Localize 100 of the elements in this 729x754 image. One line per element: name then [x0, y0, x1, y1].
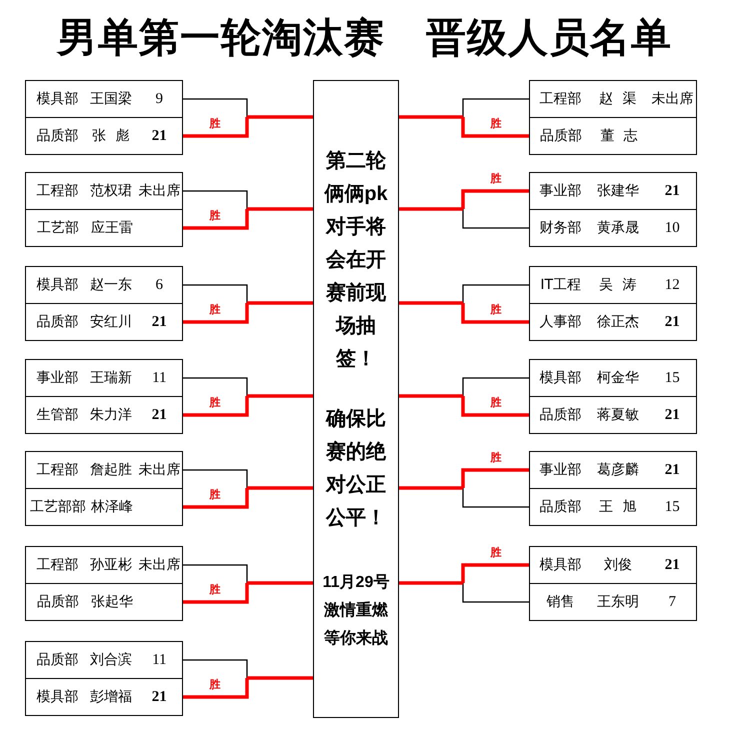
player-name: 应王雷 — [91, 220, 133, 236]
edge-label: 胜 — [490, 304, 502, 316]
bracket-line — [183, 377, 248, 396]
player-row — [529, 359, 697, 397]
player-row — [529, 451, 697, 489]
department-name: 模具部 — [36, 90, 79, 108]
bracket-line — [462, 209, 529, 229]
player-name: 王东明 — [596, 594, 639, 610]
department-name: 品质部 — [36, 652, 79, 668]
player-row — [529, 583, 697, 621]
player-row — [25, 209, 183, 247]
player-name: 徐正杰 — [596, 314, 639, 330]
department-name: 品质部 — [36, 314, 79, 330]
edge-label: 胜 — [208, 304, 222, 316]
bracket-line — [247, 207, 313, 211]
bracket-line — [183, 190, 248, 209]
score: 21 — [664, 182, 680, 200]
player-row — [25, 488, 183, 526]
department-name: 品质部 — [540, 128, 582, 144]
department-name: 品质部 — [540, 406, 582, 424]
player-row — [25, 396, 183, 434]
player-row — [25, 359, 183, 397]
bracket-line — [399, 486, 463, 490]
department-name: 模具部 — [36, 276, 79, 294]
absence-note: 未出席 — [651, 90, 694, 108]
bracket-line — [183, 117, 249, 138]
player-row — [25, 678, 183, 716]
player-name: 赵一东 — [90, 276, 132, 294]
edge-label: 胜 — [208, 489, 222, 501]
department-name: 工程部 — [36, 462, 79, 478]
score: 21 — [152, 128, 167, 144]
player-name: 范权珺 — [90, 182, 132, 200]
player-row — [25, 546, 183, 584]
department-name: 品质部 — [540, 498, 582, 516]
bracket-line — [461, 396, 529, 417]
page-title: 男单第一轮淘汰赛 晋级人员名单 — [57, 14, 672, 62]
department-name: 财务部 — [540, 220, 582, 236]
bracket-line — [183, 209, 249, 230]
score: 11 — [152, 370, 167, 386]
department-name: 模具部 — [36, 688, 79, 706]
bracket-line — [462, 284, 529, 303]
player-name: 安红川 — [90, 314, 132, 330]
bracket-line — [461, 303, 529, 324]
player-row — [529, 396, 697, 434]
score: 21 — [152, 406, 167, 424]
department-name: 工艺部部 — [30, 498, 86, 516]
score: 21 — [152, 314, 167, 330]
edge-label: 胜 — [490, 118, 502, 130]
bracket-line — [247, 394, 313, 398]
bracket-line — [461, 117, 529, 138]
notice-text: 确保比赛的绝对公正公平！ — [324, 407, 387, 531]
score: 21 — [664, 314, 680, 330]
bracket-line — [462, 377, 529, 396]
department-name: 事业部 — [540, 462, 582, 478]
bracket-line — [247, 486, 313, 490]
score: 7 — [668, 594, 676, 610]
score: 9 — [156, 90, 164, 108]
player-name: 林泽峰 — [91, 498, 133, 516]
bracket-line — [399, 207, 463, 211]
bracket-line — [399, 581, 463, 585]
player-row — [529, 546, 697, 584]
bracket-line — [183, 396, 249, 417]
player-row — [25, 266, 183, 304]
player-name: 王瑞新 — [90, 370, 132, 386]
player-row — [529, 117, 697, 155]
edge-label: 胜 — [490, 547, 502, 559]
bracket-line — [399, 115, 463, 119]
player-name: 张建华 — [596, 182, 639, 200]
player-row — [529, 266, 697, 304]
department-name: 工程部 — [36, 556, 79, 574]
bracket-line — [183, 303, 249, 324]
edge-label: 胜 — [208, 679, 222, 691]
department-name: 品质部 — [37, 594, 79, 610]
score: 12 — [664, 276, 680, 294]
edge-label: 胜 — [208, 397, 222, 409]
player-row — [529, 488, 697, 526]
player-name: 孙亚彬 — [90, 556, 132, 574]
bracket-line — [462, 488, 529, 508]
player-name: 赵 渠 — [599, 90, 637, 108]
player-name: 王 旭 — [599, 498, 637, 516]
player-row — [25, 172, 183, 210]
bracket-line — [462, 583, 529, 603]
bracket-line — [183, 564, 248, 583]
department-name: 模具部 — [540, 556, 582, 574]
department-name: 人事部 — [540, 314, 582, 330]
bracket-line — [183, 488, 249, 509]
edge-label: 胜 — [208, 210, 222, 222]
player-name: 詹起胜 — [90, 462, 132, 478]
player-name: 朱力洋 — [90, 406, 132, 424]
score: 15 — [664, 370, 680, 386]
absence-note: 未出席 — [138, 556, 180, 574]
notice-text: 11月29号激情重燃等你来战 — [322, 573, 390, 649]
player-row — [25, 80, 183, 118]
player-row — [529, 209, 697, 247]
bracket-line — [461, 563, 529, 583]
bracket-line — [247, 581, 313, 585]
bracket-line — [461, 189, 529, 209]
score: 6 — [156, 276, 164, 294]
bracket-line — [247, 115, 313, 119]
notice-panel — [313, 80, 399, 718]
